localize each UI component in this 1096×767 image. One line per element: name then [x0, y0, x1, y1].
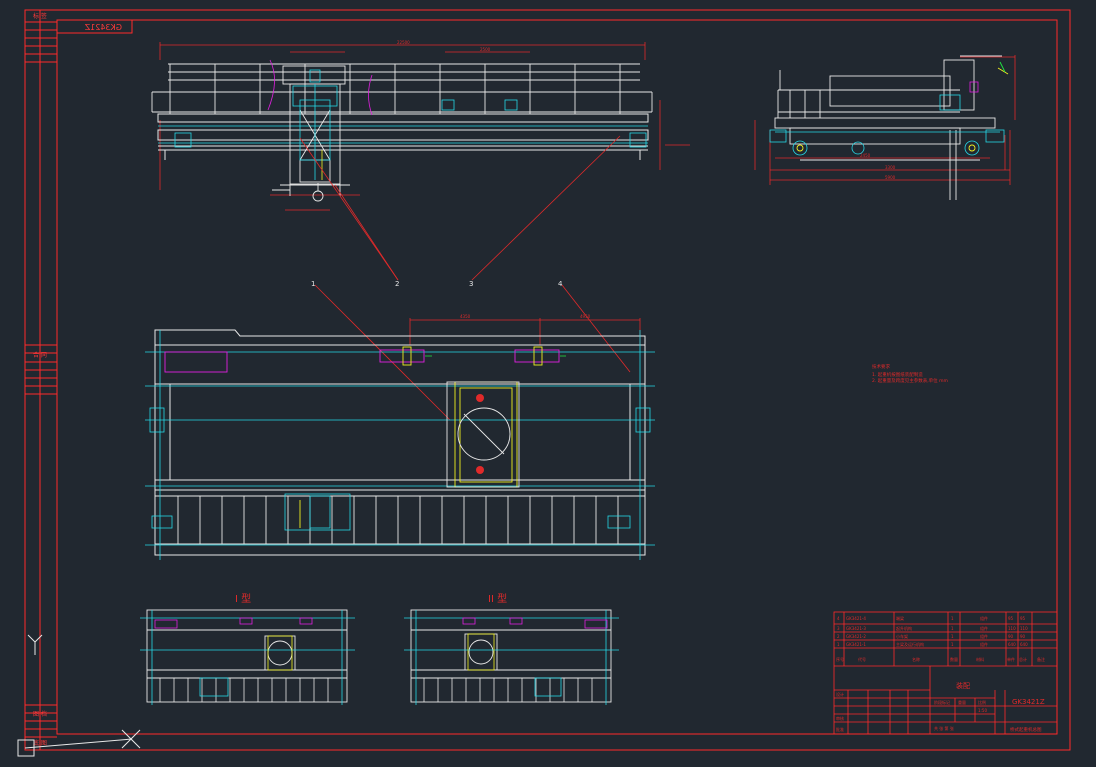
part-1-mat: 组件: [980, 641, 988, 647]
tech-notes-line-1: 1. 起重机按图纸装配制造: [872, 371, 923, 378]
part-4-qty: 1: [951, 616, 954, 621]
header-code: 代号: [858, 656, 866, 662]
part-2-wt: 90: [1008, 634, 1014, 639]
header-name: 名称: [912, 656, 920, 662]
drawing-number: GK3421Z: [1012, 698, 1045, 706]
header-mat: 材料: [976, 656, 984, 662]
strip-top-label: 标 签: [33, 12, 47, 20]
part-4-wt: 95: [1008, 616, 1014, 621]
part-2-code: GK3421-2: [846, 634, 866, 639]
stage-label: 阶段标记: [934, 699, 950, 705]
part-2-total: 90: [1020, 634, 1026, 639]
section-view-1[interactable]: I 型: [140, 592, 355, 705]
drawing-name: 桥式起重机总图: [1010, 726, 1042, 733]
part-1-wt: 640: [1008, 642, 1016, 647]
part-4-mat: 组件: [980, 615, 988, 621]
sheet-label: 共 张 第 张: [934, 725, 954, 731]
balloon-1: 1: [311, 280, 315, 288]
scale-value: 1:50: [978, 708, 987, 713]
part-1-total: 640: [1020, 642, 1028, 647]
drawing-code-mirrored: GK3421Z: [84, 23, 122, 32]
part-3-qty: 1: [951, 626, 954, 631]
part-3-name: 起升机构: [896, 625, 912, 631]
section-view-1-label: I 型: [235, 592, 251, 605]
left-strip-labels: 标 签 合 同 图 档 底 图: [33, 12, 47, 747]
strip-bottom-label-2: 底 图: [33, 739, 47, 747]
side-elevation-view[interactable]: 5900 3300 2450: [754, 55, 1016, 200]
part-1-code: GK3421-1: [846, 642, 866, 647]
dim-side-gauge: 2450: [860, 153, 871, 158]
part-4-code: GK3421-4: [846, 616, 866, 621]
header-no: 序号: [836, 656, 844, 662]
technical-notes: 技术要求 1. 起重机按图纸装配制造 2. 起重量及跨度见主参数表,单位 mm: [872, 363, 948, 384]
part-3-no: 3: [837, 626, 840, 631]
header-total: 总计: [1019, 656, 1027, 662]
header-qty: 数量: [950, 656, 958, 662]
header-remark: 备注: [1037, 656, 1045, 662]
part-1-qty: 1: [951, 642, 954, 647]
balloon-2: 2: [395, 280, 399, 288]
part-4-total: 95: [1020, 616, 1026, 621]
balloon-4: 4: [558, 280, 563, 288]
title-block[interactable]: 4 GK3421-4 端梁 1 组件 95 95 3 GK3421-3 起升机构…: [833, 611, 1058, 735]
part-3-total: 110: [1020, 626, 1028, 631]
header-wt: 单件: [1007, 656, 1015, 662]
dim-side-overall: 5900: [885, 175, 896, 180]
dim-top-trolley: 2500: [480, 47, 491, 52]
drawing-frame: [24, 9, 1071, 751]
section-view-2-label: II 型: [488, 592, 507, 605]
part-4-name: 端梁: [896, 615, 904, 621]
strip-mid-label: 合 同: [33, 351, 47, 359]
part-2-mat: 组件: [980, 633, 988, 639]
dim-top-span: 22500: [397, 40, 410, 45]
drawing-title: 装配: [956, 681, 970, 690]
ucs-origin-icon: [17, 729, 141, 757]
part-2-qty: 1: [951, 634, 954, 639]
balloon-3: 3: [469, 280, 473, 288]
tech-notes-title: 技术要求: [872, 363, 890, 370]
designer-label: 设计: [836, 691, 844, 697]
part-3-mat: 组件: [980, 625, 988, 631]
checker-label: 审核: [836, 715, 844, 721]
part-1-name: 主梁及运行机构: [896, 641, 924, 647]
approver-label: 批准: [836, 726, 844, 732]
ucs-icon: [27, 634, 43, 655]
strip-bottom-label: 图 档: [33, 710, 47, 718]
section-view-2[interactable]: II 型: [404, 592, 619, 705]
plan-view[interactable]: 4350 4950: [145, 314, 655, 560]
part-3-wt: 110: [1008, 626, 1016, 631]
scale-label: 比例: [978, 699, 986, 705]
part-2-name: 小车架: [896, 633, 908, 639]
weight-label: 重量: [958, 699, 966, 705]
dim-plan-span-2: 4950: [580, 314, 591, 319]
balloon-labels: 1 2 3 4: [311, 280, 563, 288]
part-1-no: 1: [837, 642, 840, 647]
leader-lines: [299, 135, 631, 421]
front-elevation-view[interactable]: 22500 2500: [151, 40, 690, 211]
part-3-code: GK3421-3: [846, 626, 866, 631]
tech-notes-line-2: 2. 起重量及跨度见主参数表,单位 mm: [872, 377, 948, 384]
dim-plan-span-1: 4350: [460, 314, 471, 319]
dim-side-base: 3300: [885, 165, 896, 170]
part-2-no: 2: [837, 634, 840, 639]
part-4-no: 4: [837, 616, 840, 621]
